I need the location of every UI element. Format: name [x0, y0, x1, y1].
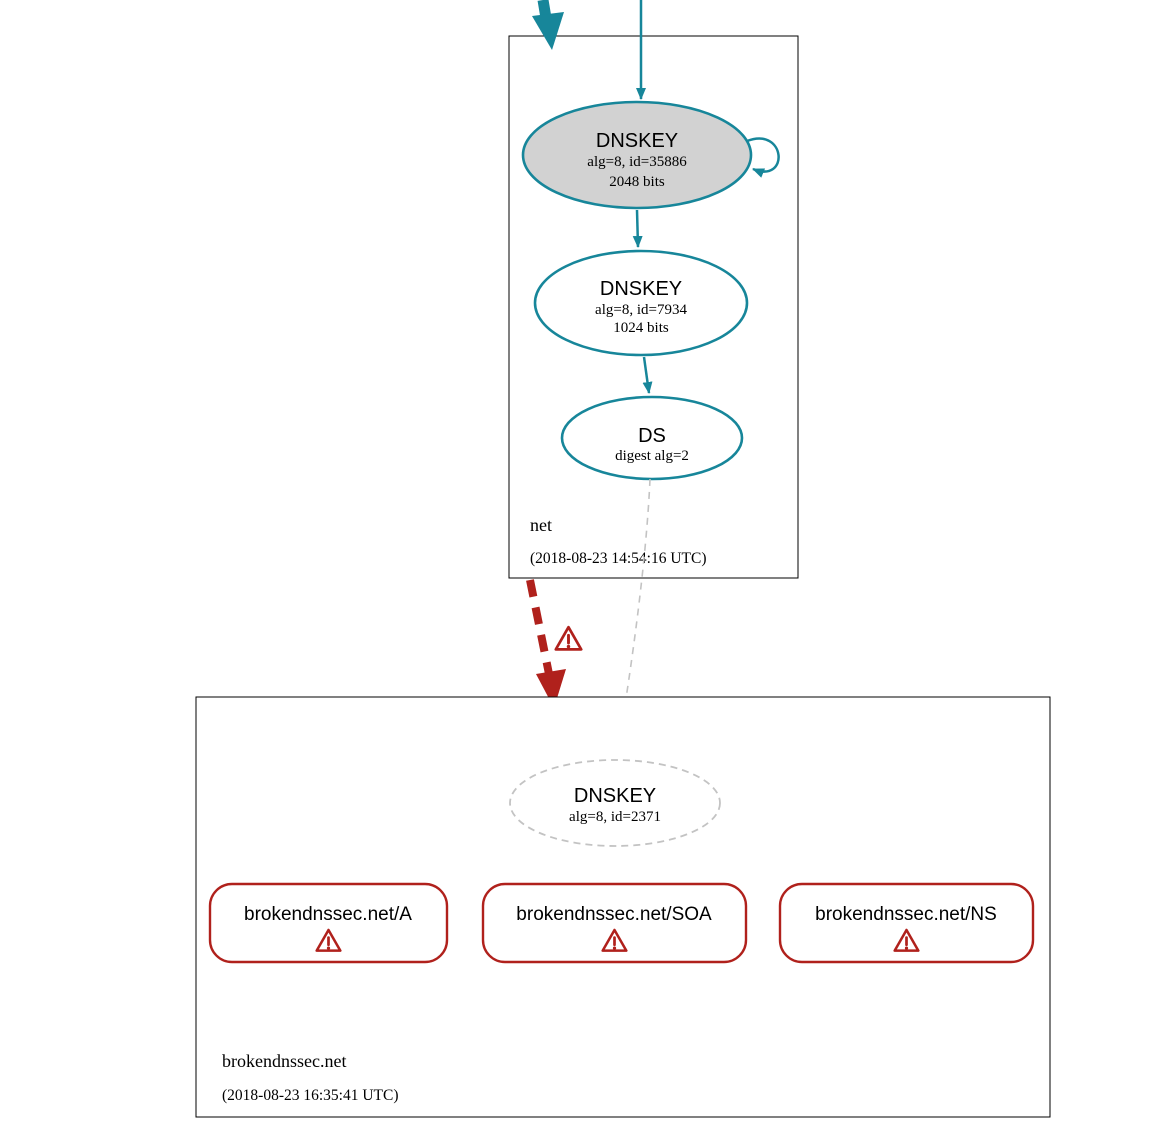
- edge-ksk-self-loop: [746, 137, 780, 178]
- zone-net: DNSKEY alg=8, id=35886 2048 bits DNSKEY …: [508, 0, 799, 579]
- node-dnskey-zsk: DNSKEY alg=8, id=7934 1024 bits: [533, 249, 749, 357]
- node-detail: alg=8, id=35886: [587, 154, 687, 170]
- rrset-a: brokendnssec.net/A: [208, 882, 449, 964]
- rrset-label: brokendnssec.net/A: [244, 904, 412, 925]
- edge-bogus-delegation: [526, 579, 566, 708]
- edge-zsk-ds: [642, 356, 653, 394]
- node-child-dnskey: DNSKEY alg=8, id=2371: [509, 759, 721, 847]
- rrset-label: brokendnssec.net/NS: [815, 904, 997, 925]
- rrset-soa: brokendnssec.net/SOA: [481, 882, 748, 964]
- zone-name-label: net: [530, 515, 552, 535]
- rrset-ns-box: [778, 882, 1035, 964]
- rrset-soa-box: [481, 882, 748, 964]
- node-title: DNSKEY: [574, 785, 656, 807]
- rrset-a-box: [208, 882, 449, 964]
- rrset-label: brokendnssec.net/SOA: [516, 904, 712, 925]
- warning-icon: [554, 625, 583, 651]
- zone-timestamp: (2018-08-23 14:54:16 UTC): [530, 550, 707, 567]
- node-title: DNSKEY: [596, 130, 678, 152]
- node-detail: digest alg=2: [615, 448, 689, 464]
- zone-name-label: brokendnssec.net: [222, 1051, 346, 1071]
- node-title: DS: [638, 425, 666, 447]
- edge-incoming-thick: [532, 0, 564, 50]
- node-size: 1024 bits: [613, 320, 669, 336]
- node-ds: DS digest alg=2: [560, 395, 744, 481]
- node-detail: alg=8, id=7934: [595, 302, 687, 318]
- rrset-ns: brokendnssec.net/NS: [778, 882, 1035, 964]
- node-size: 2048 bits: [609, 174, 665, 190]
- zone-timestamp: (2018-08-23 16:35:41 UTC): [222, 1087, 399, 1104]
- node-detail: alg=8, id=2371: [569, 809, 661, 825]
- node-title: DNSKEY: [600, 278, 682, 300]
- zone-brokendnssec-net: DNSKEY alg=8, id=2371 brokendnssec.net/A…: [195, 696, 1051, 1118]
- node-dnskey-ksk: DNSKEY alg=8, id=35886 2048 bits: [521, 100, 780, 210]
- edge-ksk-zsk: [632, 209, 643, 248]
